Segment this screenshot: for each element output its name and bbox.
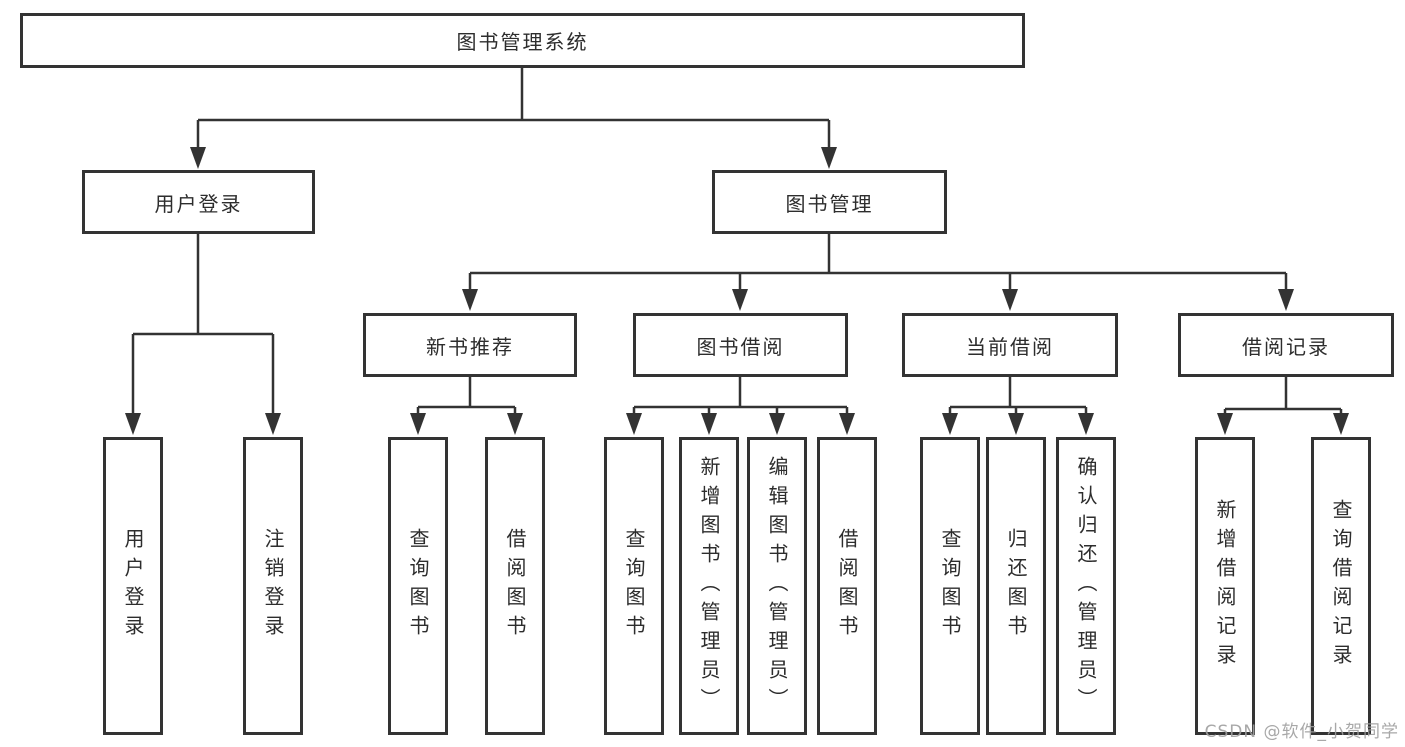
csdn-watermark: CSDN @软件_小贺同学 — [1204, 722, 1399, 742]
node-user-login: 用户登录 — [82, 170, 315, 234]
leaf-logout-label: 注销登录 — [261, 528, 285, 644]
node-book-management-label: 图书管理 — [785, 191, 874, 216]
leaf-borrow-books-recommend-label: 借阅图书 — [503, 528, 527, 644]
leaf-add-books-admin: 新增图书（管理员） — [679, 437, 739, 735]
leaf-borrow-books: 借阅图书 — [817, 437, 877, 735]
leaf-query-books-recommend-label: 查询图书 — [406, 528, 430, 644]
leaf-confirm-return-admin-label: 确认归还（管理员） — [1074, 455, 1098, 717]
leaf-query-books-borrow-label: 查询图书 — [622, 528, 646, 644]
leaf-return-books-label: 归还图书 — [1004, 528, 1028, 644]
leaf-return-books: 归还图书 — [986, 437, 1046, 735]
node-current-borrow-label: 当前借阅 — [966, 334, 1054, 359]
leaf-query-books-current-label: 查询图书 — [938, 528, 962, 644]
leaf-logout: 注销登录 — [243, 437, 303, 735]
node-book-borrow: 图书借阅 — [633, 313, 848, 377]
leaf-add-books-admin-label: 新增图书（管理员） — [697, 455, 721, 717]
leaf-borrow-books-label: 借阅图书 — [835, 528, 859, 644]
leaf-user-login-label: 用户登录 — [121, 528, 145, 644]
leaf-query-books-recommend: 查询图书 — [388, 437, 448, 735]
node-new-book-recommend-label: 新书推荐 — [426, 334, 514, 359]
leaf-query-borrow-record-label: 查询借阅记录 — [1329, 499, 1353, 673]
leaf-borrow-books-recommend: 借阅图书 — [485, 437, 545, 735]
node-new-book-recommend: 新书推荐 — [363, 313, 577, 377]
leaf-user-login: 用户登录 — [103, 437, 163, 735]
leaf-query-books-borrow: 查询图书 — [604, 437, 664, 735]
leaf-add-borrow-record-label: 新增借阅记录 — [1213, 499, 1237, 673]
node-root: 图书管理系统 — [20, 13, 1025, 68]
arrowheads — [125, 147, 1349, 435]
node-book-management: 图书管理 — [712, 170, 947, 234]
node-user-login-label: 用户登录 — [154, 191, 243, 216]
node-borrow-records: 借阅记录 — [1178, 313, 1394, 377]
node-current-borrow: 当前借阅 — [902, 313, 1118, 377]
leaf-query-borrow-record: 查询借阅记录 — [1311, 437, 1371, 735]
leaf-confirm-return-admin: 确认归还（管理员） — [1056, 437, 1116, 735]
node-borrow-records-label: 借阅记录 — [1242, 334, 1330, 359]
node-root-label: 图书管理系统 — [456, 30, 589, 54]
leaf-edit-books-admin: 编辑图书（管理员） — [747, 437, 807, 735]
leaf-query-books-current: 查询图书 — [920, 437, 980, 735]
leaf-edit-books-admin-label: 编辑图书（管理员） — [765, 455, 789, 717]
leaf-add-borrow-record: 新增借阅记录 — [1195, 437, 1255, 735]
node-book-borrow-label: 图书借阅 — [696, 334, 785, 359]
